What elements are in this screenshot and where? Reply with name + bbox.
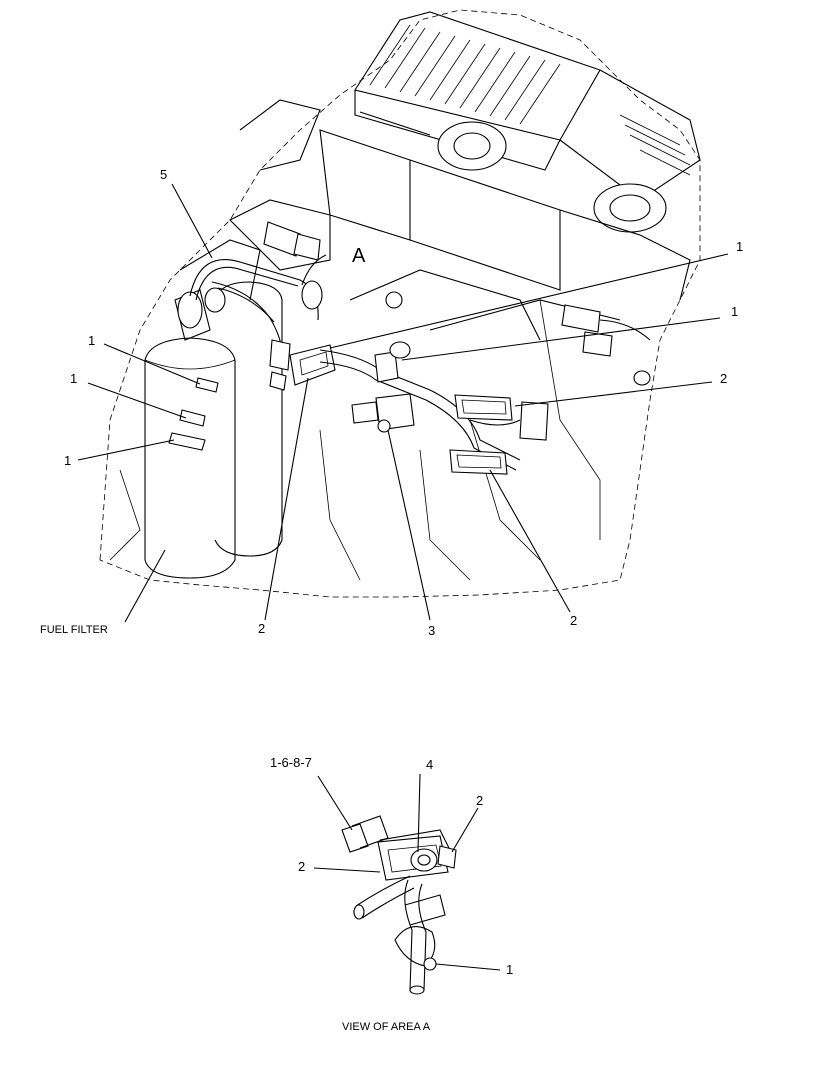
leader-2-bottom-left <box>264 377 309 621</box>
leader-2-detail-left <box>313 867 381 873</box>
leader-fuel-filter <box>124 549 166 623</box>
callout-4-detail: 4 <box>426 757 434 772</box>
leader-1-left-mid <box>87 382 187 419</box>
callout-3: 3 <box>428 623 436 638</box>
callout-1-left-top: 1 <box>88 333 96 348</box>
area-a-marker: A <box>352 245 366 267</box>
leader-1-upper-right <box>329 253 729 349</box>
callout-2-detail-right: 2 <box>476 793 484 808</box>
callout-2-right: 2 <box>720 371 728 386</box>
callout-1-detail-bottom: 1 <box>506 962 514 977</box>
leader-1-mid-right <box>401 317 721 361</box>
leader-3 <box>387 429 431 621</box>
engine-outline <box>99 9 701 598</box>
callout-1-left-bottom: 1 <box>64 453 72 468</box>
callout-5: 5 <box>160 167 168 182</box>
leader-5 <box>171 183 213 259</box>
callout-2-detail-left: 2 <box>298 859 306 874</box>
detail-view-leader-lines <box>313 773 501 971</box>
detail-view-drawing <box>341 815 457 995</box>
callout-1-mid-right: 1 <box>731 304 739 319</box>
fuel-filter-label: FUEL FILTER <box>40 624 108 636</box>
leader-2-bottom-right <box>489 469 571 613</box>
callout-1-upper-right: 1 <box>736 239 744 254</box>
leader-4 <box>417 773 421 853</box>
leader-2-detail-right <box>451 807 479 853</box>
detail-view-caption: VIEW OF AREA A <box>342 1021 431 1033</box>
leader-1-detail-bottom <box>435 963 501 971</box>
leader-1687 <box>317 775 353 831</box>
leader-1-left-top <box>103 343 201 385</box>
callout-2-bottom-right: 2 <box>570 613 578 628</box>
callout-1-6-8-7: 1-6-8-7 <box>270 755 312 770</box>
callout-2-bottom-left: 2 <box>258 621 266 636</box>
callout-1-left-mid: 1 <box>70 371 78 386</box>
leader-2-right <box>514 381 713 407</box>
leader-1-left-bottom <box>77 439 175 461</box>
main-view-leader-lines <box>77 183 729 623</box>
